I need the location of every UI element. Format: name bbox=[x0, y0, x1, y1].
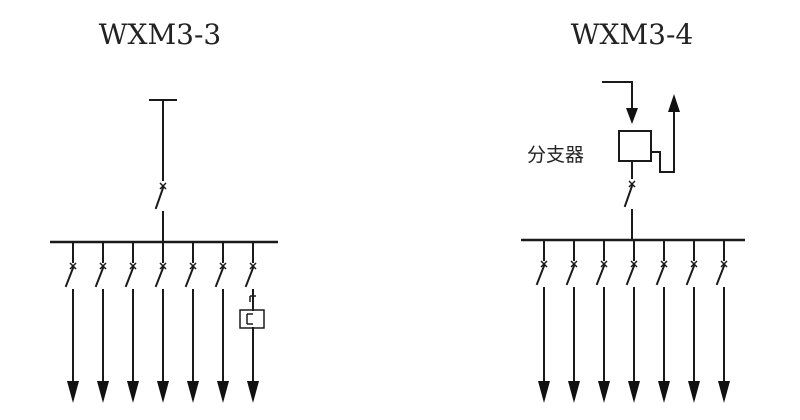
feeder-arrow-icon bbox=[658, 381, 670, 403]
panel-wxm3-4: WXM3-4 分支器 bbox=[521, 18, 745, 403]
signal-out-line bbox=[650, 111, 675, 173]
feeder-circuit bbox=[715, 239, 730, 403]
feeder-switch-cross bbox=[660, 260, 668, 268]
feeder-switch-blade bbox=[625, 264, 636, 286]
main-switch-cross-b bbox=[159, 182, 167, 190]
feeder-circuit bbox=[244, 241, 259, 403]
feeder-switch-blade bbox=[244, 266, 255, 288]
feeder-switch-cross bbox=[720, 260, 728, 268]
feeder-switch-blade bbox=[715, 264, 726, 286]
feeder-arrow-icon bbox=[718, 381, 730, 403]
feeder-circuit bbox=[124, 241, 139, 403]
protective-device-box bbox=[239, 309, 265, 329]
feeder-switch-blade bbox=[565, 264, 576, 286]
feeder-switch-blade bbox=[595, 264, 606, 286]
feeder-arrow-icon bbox=[217, 381, 229, 403]
feeder-switch-cross bbox=[69, 262, 77, 270]
feeder-circuit bbox=[565, 239, 580, 403]
feeder-switch-cross bbox=[570, 260, 578, 268]
feeder-switch-blade bbox=[184, 266, 195, 288]
feeder-switch-blade bbox=[655, 264, 666, 286]
feeder-circuit bbox=[595, 239, 610, 403]
panel-wxm3-3: WXM3-3 bbox=[50, 18, 278, 403]
incoming-line-left bbox=[149, 99, 177, 243]
splitter-box bbox=[618, 130, 652, 162]
feeder-arrow-icon bbox=[127, 381, 139, 403]
feeder-switch-cross bbox=[249, 262, 257, 270]
feeder-arrow-icon bbox=[628, 381, 640, 403]
feeder-switch-cross bbox=[159, 262, 167, 270]
feeder-circuit bbox=[184, 241, 199, 403]
feeder-switch-blade bbox=[685, 264, 696, 286]
feeder-switch-blade bbox=[154, 266, 165, 288]
feeder-switch-cross bbox=[219, 262, 227, 270]
feeder-circuit bbox=[685, 239, 700, 403]
splitter-assembly: 分支器 bbox=[527, 81, 680, 241]
splitter-label: 分支器 bbox=[527, 144, 584, 166]
feeder-switch-blade bbox=[535, 264, 546, 286]
signal-in-line bbox=[602, 81, 633, 111]
feeder-arrow-icon bbox=[247, 381, 259, 403]
feeder-arrow-icon bbox=[568, 381, 580, 403]
feeder-switch-cross bbox=[690, 260, 698, 268]
feeder-circuit bbox=[94, 241, 109, 403]
feeder-circuit bbox=[625, 239, 640, 403]
feeder-arrow-icon bbox=[67, 381, 79, 403]
feeder-switch-blade bbox=[214, 266, 225, 288]
feeder-switch-cross bbox=[600, 260, 608, 268]
feeder-arrow-icon bbox=[688, 381, 700, 403]
feeder-switch-blade bbox=[64, 266, 75, 288]
feeder-arrow-icon bbox=[157, 381, 169, 403]
feeder-arrow-icon bbox=[97, 381, 109, 403]
feeder-switch-cross bbox=[99, 262, 107, 270]
feeder-group-right bbox=[535, 239, 730, 403]
feeder-switch-blade bbox=[124, 266, 135, 288]
feeder-circuit bbox=[655, 239, 670, 403]
feeder-switch-cross bbox=[189, 262, 197, 270]
feeder-circuit bbox=[64, 241, 79, 403]
main-switch-blade bbox=[623, 184, 634, 208]
feeder-circuit bbox=[154, 241, 169, 403]
feeder-switch-blade bbox=[94, 266, 105, 288]
feeder-switch-cross bbox=[129, 262, 137, 270]
main-switch-cross-b bbox=[628, 180, 636, 188]
main-switch-blade bbox=[154, 186, 165, 210]
panel-title-wxm3-3: WXM3-3 bbox=[99, 18, 221, 51]
feeder-arrow-icon bbox=[598, 381, 610, 403]
protective-device bbox=[239, 295, 265, 329]
signal-out-arrow-icon bbox=[668, 94, 680, 112]
feeder-circuit bbox=[214, 241, 229, 403]
feeder-arrow-icon bbox=[538, 381, 550, 403]
feeder-circuit bbox=[535, 239, 550, 403]
feeder-switch-cross bbox=[540, 260, 548, 268]
feeder-group-left bbox=[64, 241, 259, 403]
panel-title-wxm3-4: WXM3-4 bbox=[571, 18, 693, 51]
feeder-arrow-icon bbox=[187, 381, 199, 403]
feeder-switch-cross bbox=[630, 260, 638, 268]
signal-in-arrow-icon bbox=[626, 108, 638, 124]
